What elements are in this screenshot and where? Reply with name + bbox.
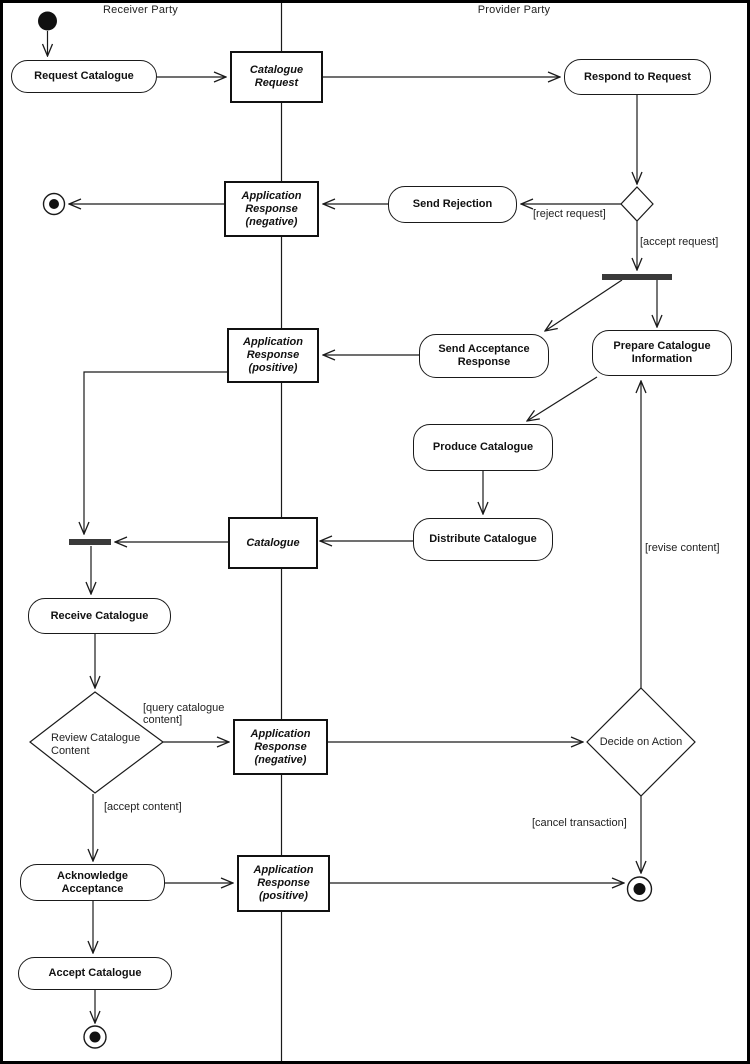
edge-prepare-to-produce-catalogue (527, 376, 598, 421)
activity-receive-catalogue: Receive Catalogue (28, 598, 171, 634)
edge-fork-to-send-acceptance (545, 279, 623, 331)
object-application-response-negative-bottom: Application Response (negative) (233, 719, 328, 775)
guard-reject-request: [reject request] (533, 208, 606, 220)
fork-bar (602, 274, 672, 280)
guard-query-catalogue-content: [query catalogue content] (143, 702, 225, 726)
lane-label-receiver-party: Receiver Party (103, 4, 178, 16)
object-catalogue: Catalogue (228, 517, 318, 569)
activity-send-rejection: Send Rejection (388, 186, 517, 223)
decision-diamond-review-catalogue-content (29, 691, 165, 794)
activity-distribute-catalogue: Distribute Catalogue (413, 518, 553, 561)
end-node-rejection (42, 192, 66, 216)
activity-accept-catalogue: Accept Catalogue (18, 957, 172, 990)
guard-accept-content: [accept content] (104, 801, 182, 813)
end-node-cancel (626, 876, 653, 902)
decision-diamond-request (620, 186, 654, 222)
activity-prepare-catalogue-information: Prepare Catalogue Information (592, 330, 732, 376)
guard-cancel-transaction: [cancel transaction] (532, 817, 627, 829)
edge-app-response-positive-to-join (84, 371, 227, 534)
activity-send-acceptance-response: Send Acceptance Response (419, 334, 549, 378)
object-catalogue-request: Catalogue Request (230, 51, 323, 103)
activity-produce-catalogue: Produce Catalogue (413, 424, 553, 471)
start-node (38, 11, 57, 31)
guard-revise-content: [revise content] (645, 542, 720, 554)
lane-label-provider-party: Provider Party (477, 4, 551, 16)
join-bar (69, 539, 111, 545)
activity-acknowledge-acceptance: Acknowledge Acceptance (20, 864, 165, 901)
decision-diamond-decide-on-action (586, 687, 696, 797)
decision-label-review-catalogue-content: Review Catalogue Content (51, 732, 141, 757)
end-node-accepted (83, 1025, 107, 1049)
decision-label-decide-on-action: Decide on Action (599, 736, 683, 748)
object-application-response-negative-top: Application Response (negative) (224, 181, 319, 237)
guard-accept-request: [accept request] (640, 236, 719, 248)
activity-request-catalogue: Request Catalogue (11, 60, 157, 93)
activity-respond-to-request: Respond to Request (564, 59, 711, 95)
object-application-response-positive-top: Application Response (positive) (227, 328, 319, 383)
object-application-response-positive-bottom: Application Response (positive) (237, 855, 330, 912)
flow-arrows (48, 31, 658, 1023)
